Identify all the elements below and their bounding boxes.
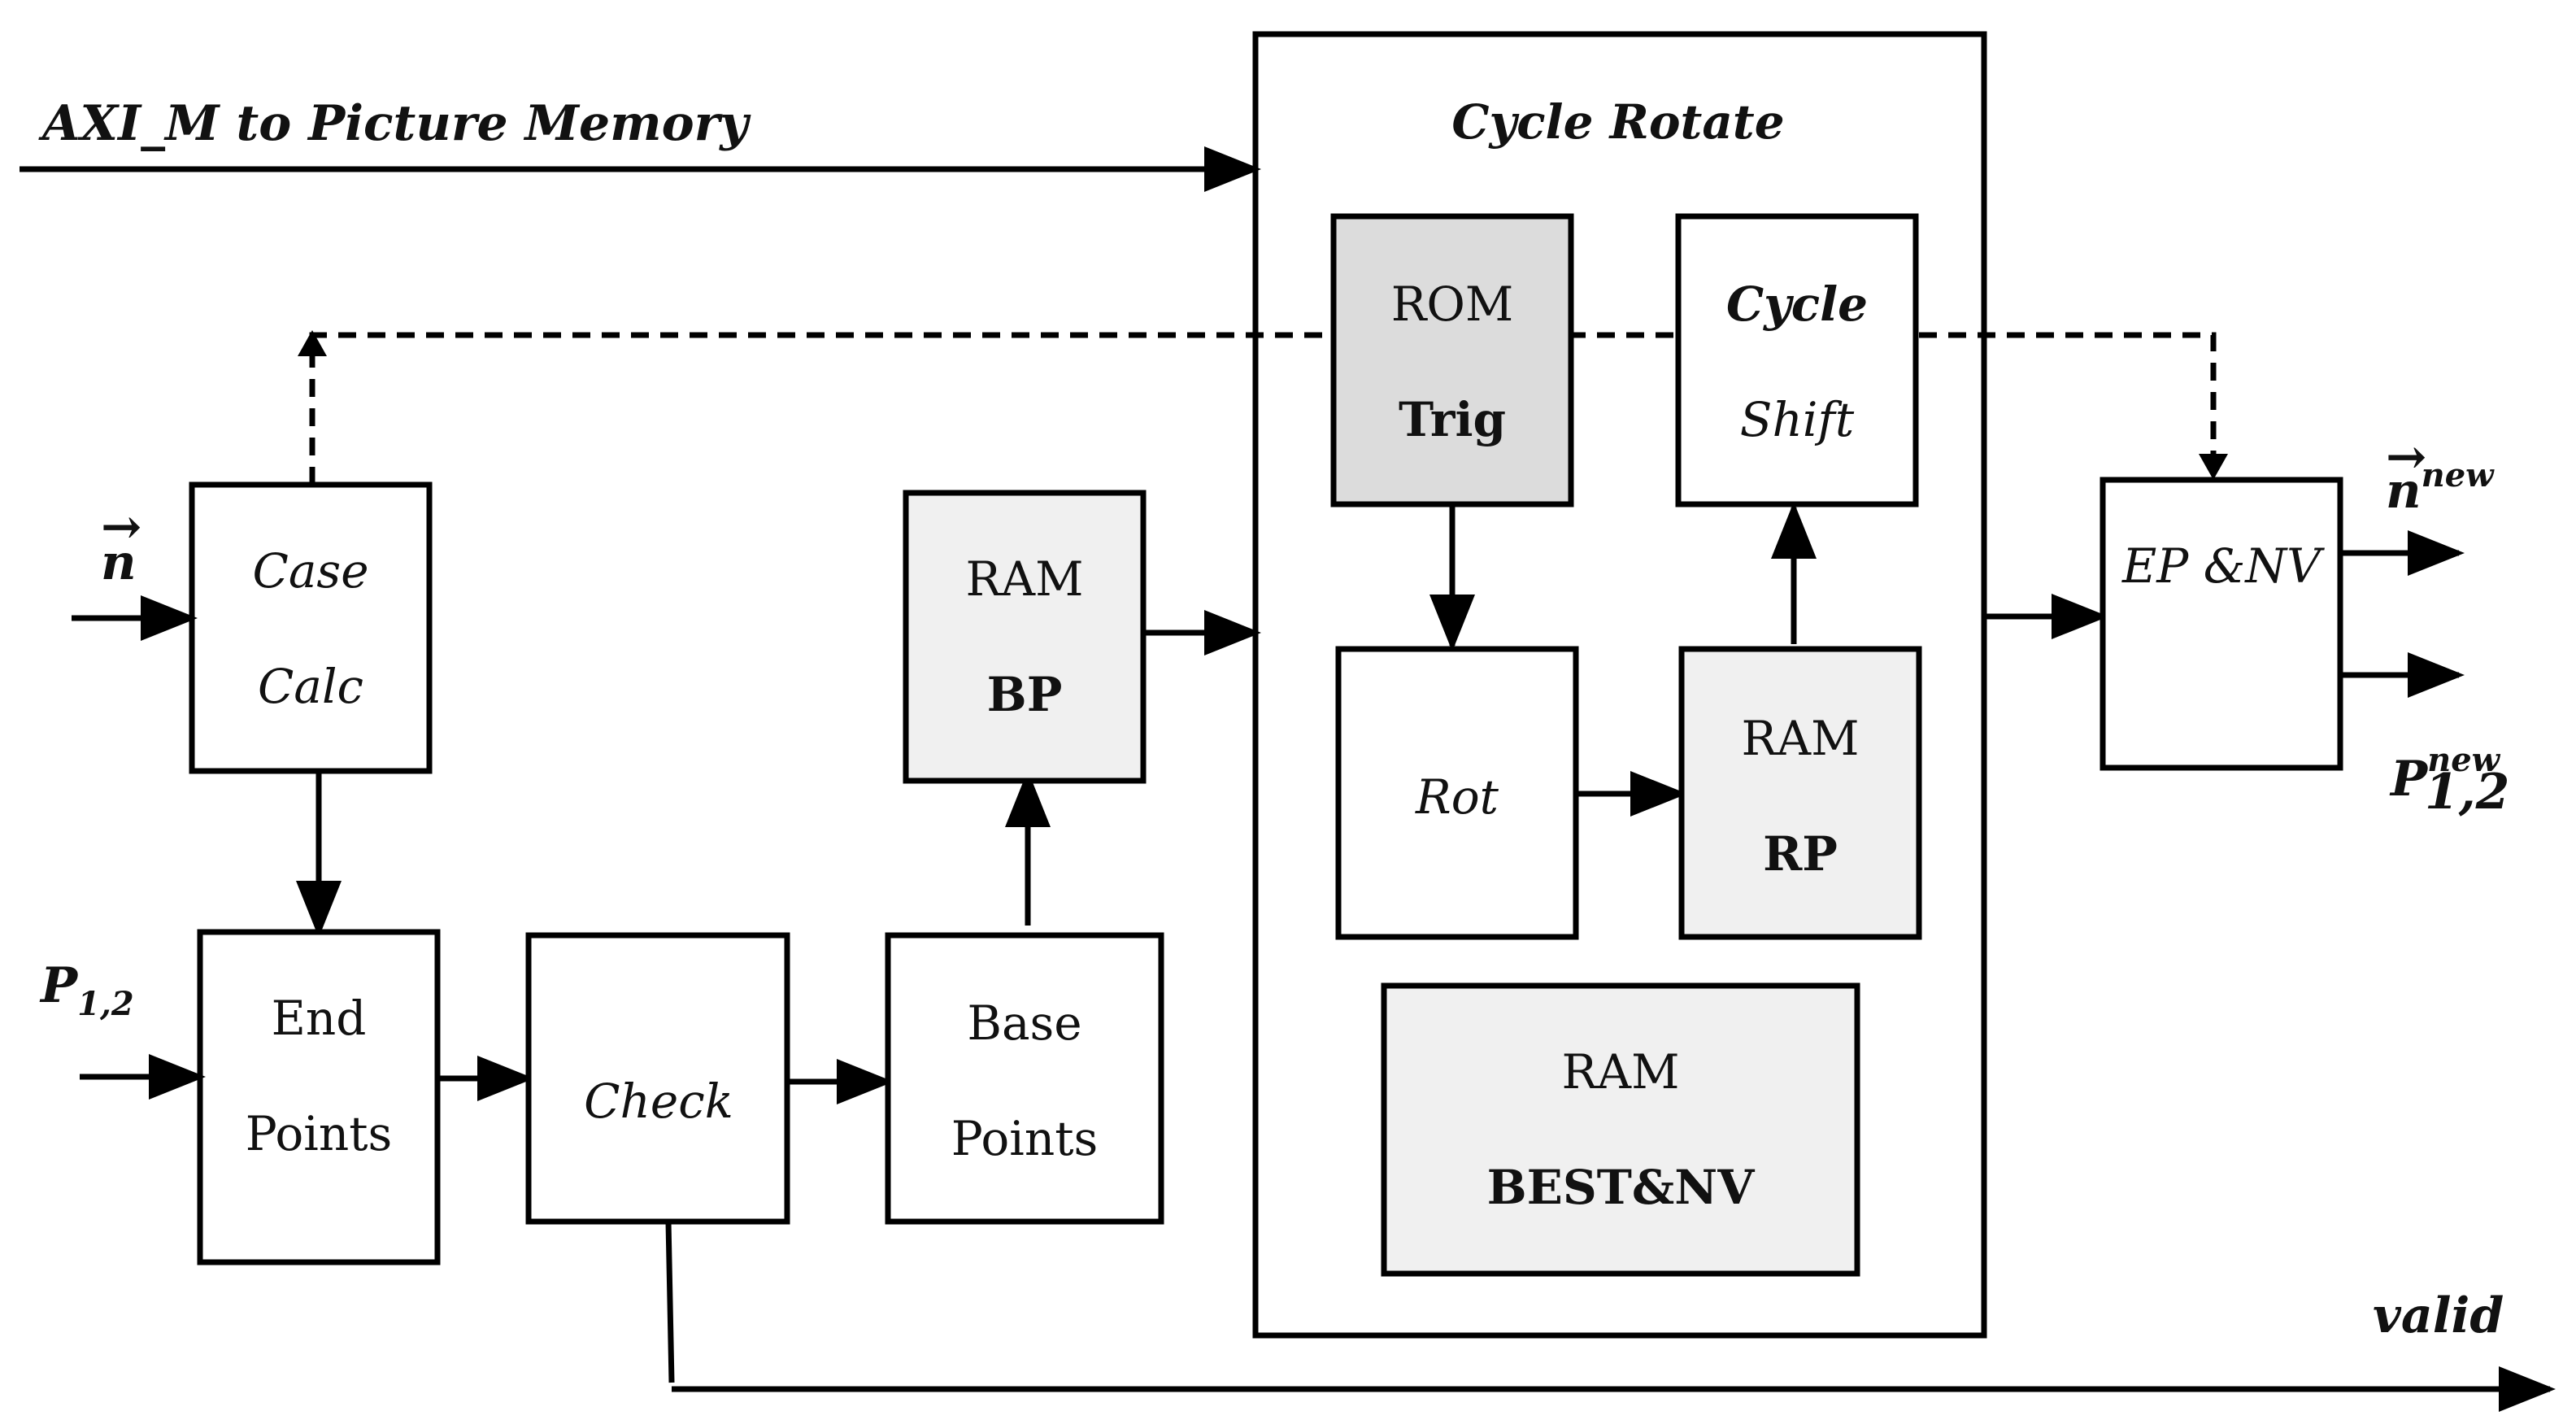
p-input-label: P1,2 bbox=[39, 957, 134, 1023]
ram-rp-line2: RP bbox=[1763, 826, 1838, 882]
case-calc-line2: Calc bbox=[258, 659, 363, 714]
rom-trig-line1: ROM bbox=[1391, 277, 1514, 332]
case-calc-block bbox=[189, 481, 433, 774]
control-dashed-line bbox=[309, 332, 2217, 485]
ram-rp-block bbox=[1678, 646, 1922, 940]
ep-nv-label: EP &NV bbox=[2121, 538, 2325, 594]
check-block bbox=[525, 932, 790, 1225]
end-points-block bbox=[197, 929, 441, 1265]
n-input-vector-arrow: → bbox=[101, 499, 141, 555]
n-new-label: nnew bbox=[2386, 456, 2495, 520]
ram-best-line2: BEST&NV bbox=[1487, 1160, 1756, 1215]
ram-best-nv-block bbox=[1381, 982, 1860, 1277]
ram-bp-block bbox=[903, 490, 1147, 784]
n-new-vector-arrow: → bbox=[2386, 429, 2426, 486]
cycle-shift-line2: Shift bbox=[1740, 392, 1855, 447]
end-points-line2: Points bbox=[246, 1106, 393, 1161]
ram-rp-line1: RAM bbox=[1742, 711, 1860, 766]
check-label: Check bbox=[584, 1074, 733, 1129]
dashed-arrow-up-head bbox=[298, 330, 327, 356]
base-points-line1: Base bbox=[967, 995, 1081, 1051]
cycle-shift-line1: Cycle bbox=[1726, 277, 1868, 332]
ram-best-line1: RAM bbox=[1562, 1044, 1680, 1100]
n-input-label: n bbox=[101, 534, 137, 591]
valid-label: valid bbox=[2373, 1287, 2504, 1344]
base-points-line2: Points bbox=[951, 1111, 1099, 1166]
rom-trig-block bbox=[1330, 213, 1574, 507]
check-to-valid-line bbox=[665, 1221, 675, 1383]
case-calc-line1: Case bbox=[252, 543, 368, 599]
cycle-rotate-title: Cycle Rotate bbox=[1451, 94, 1784, 150]
rot-label: Rot bbox=[1415, 769, 1499, 825]
ram-bp-line2: BP bbox=[987, 667, 1063, 722]
base-points-block bbox=[885, 932, 1164, 1225]
dashed-arrow-down-head bbox=[2199, 454, 2228, 480]
rot-block bbox=[1335, 646, 1579, 940]
p-new-label: Pnew bbox=[2389, 741, 2501, 808]
cycle-shift-block bbox=[1675, 213, 1919, 507]
p-new-subscript: 1,2 bbox=[2425, 764, 2509, 821]
ep-nv-block bbox=[2100, 477, 2343, 771]
end-points-line1: End bbox=[272, 991, 367, 1046]
ram-bp-line1: RAM bbox=[966, 551, 1084, 607]
axi-signal-label: AXI_M to Picture Memory bbox=[38, 95, 751, 152]
rom-trig-line2: Trig bbox=[1399, 392, 1506, 447]
